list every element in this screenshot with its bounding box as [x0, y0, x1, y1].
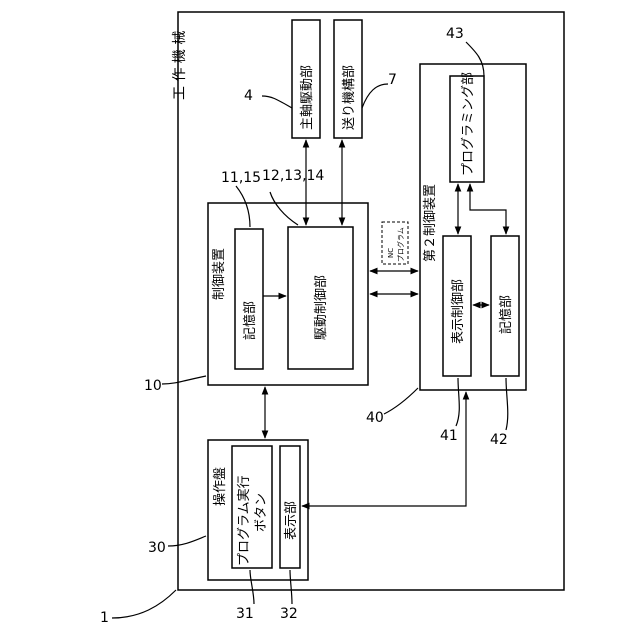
- programming-label: プログラミング部: [461, 72, 476, 176]
- second-controller-label: 第２制御装置: [423, 184, 438, 262]
- controller-label: 制御装置: [212, 248, 227, 300]
- feed-mechanism-label: 送り機構部: [342, 65, 357, 130]
- controller-memory-label: 記憶部: [242, 301, 258, 340]
- nc-program-line1: NC: [387, 248, 395, 258]
- second-memory-label: 記憶部: [498, 295, 514, 334]
- ref-10: 10: [144, 378, 162, 394]
- ref-41: 41: [440, 428, 458, 444]
- leader-1: [112, 590, 176, 618]
- ref-42: 42: [490, 432, 508, 448]
- ref-11-15: 11,15: [221, 170, 261, 186]
- ref-12-13-14: 12,13,14: [262, 168, 324, 184]
- ref-40: 40: [366, 410, 384, 426]
- operation-panel-label: 操作盤: [212, 467, 228, 506]
- ref-1: 1: [100, 610, 109, 626]
- run-button-line1: プログラム実行: [236, 475, 252, 566]
- ref-31: 31: [236, 606, 254, 622]
- ref-30: 30: [148, 540, 166, 556]
- ref-43: 43: [446, 26, 464, 42]
- machine-tool-label: 工 作 機 械: [172, 31, 188, 100]
- display-control-label: 表示制御部: [451, 279, 466, 344]
- ref-4: 4: [244, 88, 253, 104]
- controller-memory-box: [235, 229, 263, 369]
- run-button-line2: ボタン: [254, 493, 269, 532]
- panel-display-label: 表示部: [284, 501, 299, 540]
- ref-7: 7: [388, 72, 397, 88]
- ref-32: 32: [280, 606, 298, 622]
- drive-control-label: 駆動制御部: [314, 275, 329, 340]
- nc-program-line2: プログラム: [396, 227, 405, 262]
- spindle-drive-label: 主軸駆動部: [300, 65, 315, 130]
